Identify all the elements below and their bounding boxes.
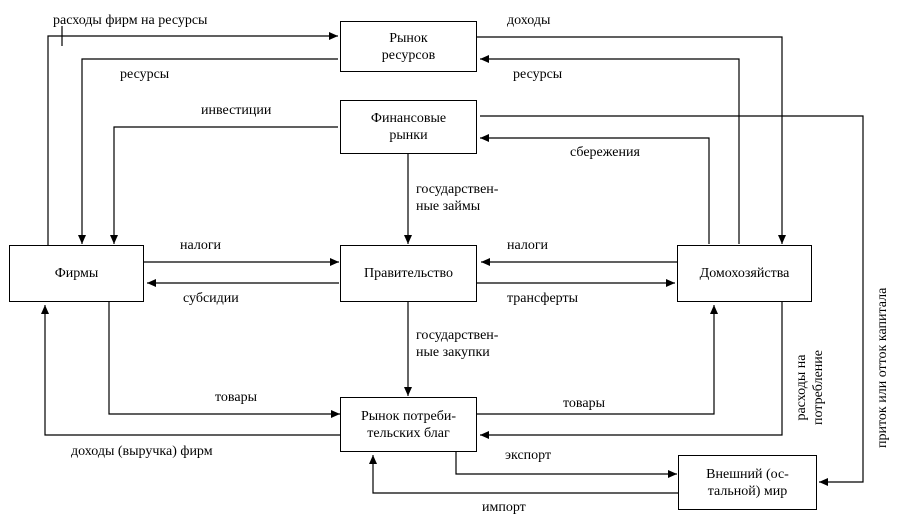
- external-world-box: Внешний (ос- тальной) мир: [678, 455, 817, 510]
- arrow-goods-firms: [108, 302, 340, 418]
- arrow-consumption-spending: [480, 302, 783, 439]
- government-box: Правительство: [340, 245, 477, 302]
- arrow-firm-resource-spending: [47, 32, 338, 245]
- arrow-capital-flows: [480, 115, 864, 486]
- arrow-savings: [480, 134, 710, 244]
- label-resources-right: ресурсы: [513, 67, 563, 82]
- arrow-firm-revenue: [41, 305, 340, 436]
- label-export: экспорт: [505, 448, 552, 463]
- label-gov-purchases: государствен- ные закупки: [416, 328, 499, 360]
- resource-market-label: Рынок ресурсов: [381, 30, 436, 63]
- arrow-export: [455, 452, 677, 478]
- consumer-market-label: Рынок потреби- тельских благ: [360, 408, 457, 441]
- arrow-import: [369, 455, 678, 494]
- label-goods-firms: товары: [215, 390, 257, 405]
- arrow-resources-to-firms: [78, 58, 338, 244]
- arrow-goods-households: [477, 305, 718, 415]
- label-investment: инвестиции: [201, 103, 272, 118]
- external-world-label: Внешний (ос- тальной) мир: [706, 466, 789, 499]
- label-consumption-spending: расходы на потребление: [794, 350, 826, 425]
- households-label: Домохозяйства: [699, 266, 790, 281]
- label-gov-loans: государствен- ные займы: [416, 182, 499, 214]
- firms-label: Фирмы: [54, 266, 99, 281]
- label-firm-revenue: доходы (выручка) фирм: [71, 444, 213, 459]
- government-label: Правительство: [364, 266, 453, 281]
- label-transfers: трансферты: [507, 291, 579, 306]
- households-box: Домохозяйства: [677, 245, 812, 302]
- label-import: импорт: [482, 500, 526, 515]
- label-capital-flows: приток или отток капитала: [875, 287, 890, 448]
- firms-box: Фирмы: [9, 245, 144, 302]
- label-goods-households: товары: [563, 396, 605, 411]
- label-savings: сбережения: [570, 145, 640, 160]
- label-taxes-firms: налоги: [180, 238, 222, 253]
- label-resources-left: ресурсы: [120, 67, 170, 82]
- consumer-market-box: Рынок потреби- тельских благ: [340, 397, 477, 452]
- financial-markets-box: Финансовые рынки: [340, 100, 477, 154]
- label-firm-resource-spending: расходы фирм на ресурсы: [53, 13, 208, 28]
- arrow-incomes: [477, 36, 786, 244]
- label-incomes: доходы: [507, 13, 551, 28]
- arrow-investment: [110, 126, 338, 244]
- resource-market-box: Рынок ресурсов: [340, 21, 477, 72]
- financial-markets-label: Финансовые рынки: [370, 111, 447, 143]
- arrow-resources-to-market: [480, 55, 740, 244]
- label-subsidies: субсидии: [183, 291, 239, 306]
- label-taxes-households: налоги: [507, 238, 549, 253]
